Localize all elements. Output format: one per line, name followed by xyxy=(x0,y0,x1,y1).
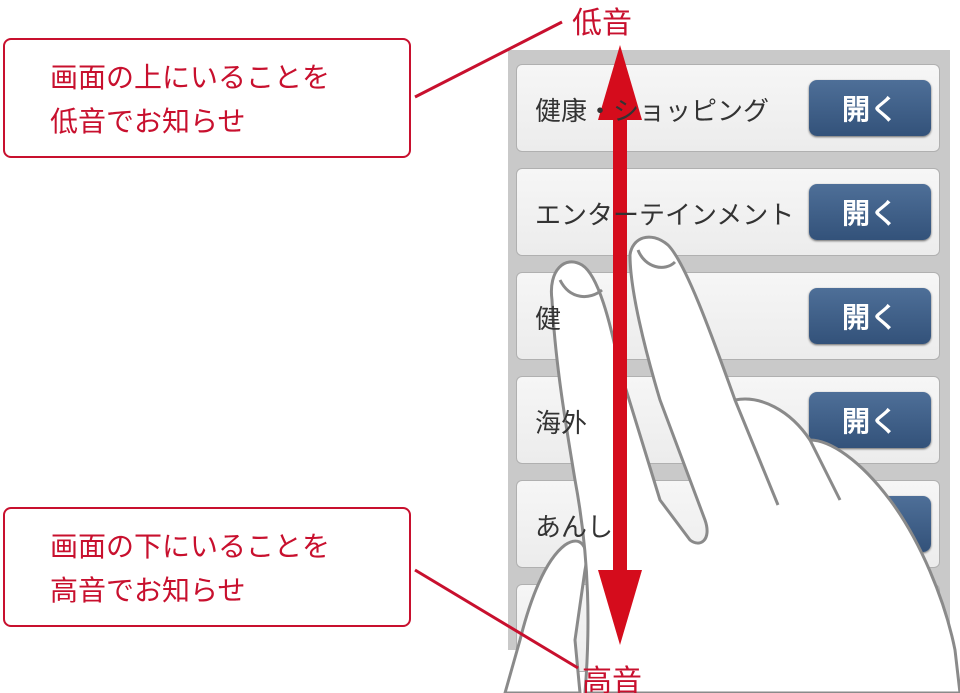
list-item[interactable]: 健康・ショッピング 開く xyxy=(516,64,940,152)
callout-text: 低音でお知らせ xyxy=(50,105,246,138)
list-item[interactable]: エンターテインメント 開く xyxy=(516,168,940,256)
list-item-label: 健 xyxy=(535,305,562,335)
hand-icon xyxy=(503,235,960,693)
callout-text: 画面の下にいることを xyxy=(50,530,331,563)
open-button[interactable]: 開く xyxy=(809,288,931,344)
callout-bottom: 画面の下にいることを 高音でお知らせ xyxy=(3,507,411,627)
open-button[interactable]: 開く xyxy=(809,184,931,240)
open-button[interactable]: 開く xyxy=(809,80,931,136)
callout-top: 画面の上にいることを 低音でお知らせ xyxy=(3,38,411,158)
list-item-label: 健康・ショッピング xyxy=(535,97,770,127)
open-button[interactable]: 開く xyxy=(809,392,931,448)
list-item-label: あんし xyxy=(535,513,614,543)
high-tone-label: 高音 xyxy=(582,664,642,693)
callout-text: 画面の上にいることを xyxy=(50,61,331,94)
callout-text: 高音でお知らせ xyxy=(50,574,246,607)
double-arrow-icon xyxy=(598,45,642,645)
list-item-label: 海外 xyxy=(535,409,588,439)
list-item-label: エンターテインメント xyxy=(535,201,795,231)
low-tone-label: 低音 xyxy=(572,6,632,41)
connector-lines xyxy=(414,20,579,670)
